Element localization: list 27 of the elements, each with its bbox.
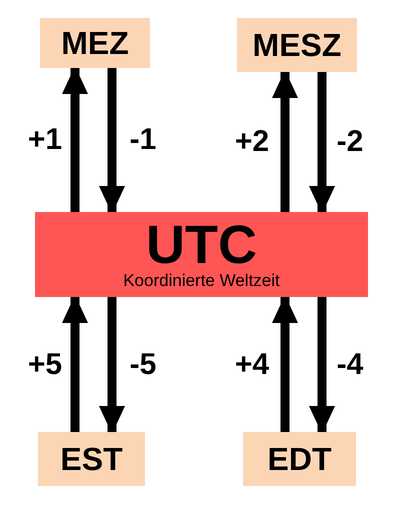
zone-name: MEZ: [61, 27, 129, 59]
time-band: [35, 212, 368, 297]
edge-label: +1: [28, 125, 62, 155]
edge-label: -1: [130, 125, 156, 155]
edge-label: +5: [28, 350, 62, 380]
arrow: [99, 68, 125, 214]
edge-label: +4: [234, 350, 270, 380]
zone-name: EST: [60, 443, 123, 475]
edge-label: -2: [336, 127, 364, 157]
zone-name: UTC: [146, 218, 257, 272]
arrow: [309, 297, 335, 434]
arrow: [62, 295, 88, 432]
arrow: [99, 297, 125, 434]
edge-label: -4: [336, 350, 364, 380]
time-zone-box: [237, 18, 357, 72]
edge-label: -5: [130, 350, 156, 380]
arrow: [309, 72, 335, 214]
time-zone-box: [243, 432, 356, 486]
zone-name: EDT: [268, 443, 332, 475]
time-zone-box: [38, 432, 145, 486]
arrow: [272, 70, 298, 212]
edge-label: +2: [234, 127, 270, 157]
arrow: [62, 66, 88, 212]
arrow: [272, 295, 298, 432]
zone-name: MESZ: [252, 29, 342, 61]
time-zone-box: [40, 18, 150, 68]
zone-description: Koordinierte Weltzeit: [123, 272, 280, 291]
